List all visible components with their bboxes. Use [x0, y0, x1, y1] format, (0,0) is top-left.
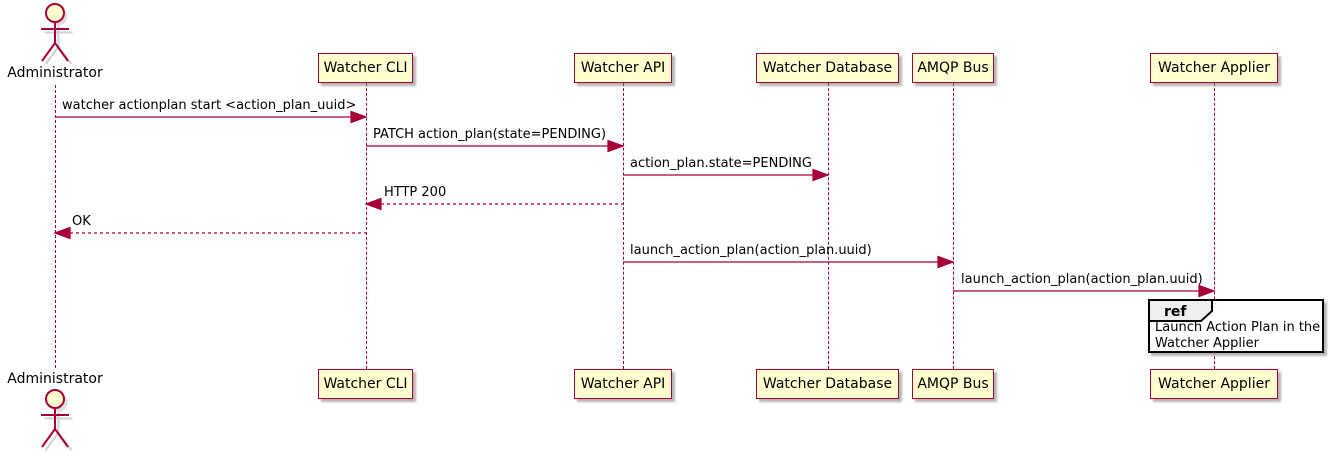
message-label-5: launch_action_plan(action_plan.uuid) — [630, 243, 872, 258]
participant-top-watcher-applier: Watcher Applier — [1150, 53, 1278, 83]
lifeline-watcher-cli — [365, 83, 367, 369]
participant-bottom-watcher-applier: Watcher Applier — [1150, 369, 1278, 399]
participant-bottom-amqp-bus: AMQP Bus — [912, 369, 994, 399]
participant-top-watcher-cli: Watcher CLI — [318, 53, 413, 83]
participant-top-watcher-database: Watcher Database — [756, 53, 899, 83]
message-label-6: launch_action_plan(action_plan.uuid) — [961, 272, 1203, 287]
actor-figure-bottom — [41, 389, 73, 452]
message-label-1: PATCH action_plan(state=PENDING) — [373, 127, 607, 142]
ref-body-line1: Launch Action Plan in the — [1155, 320, 1321, 335]
actor-label-top: Administrator — [7, 65, 103, 81]
ref-header-tab: ref — [1148, 299, 1213, 322]
message-arrowhead-1 — [607, 139, 625, 153]
message-label-0: watcher actionplan start <action_plan_uu… — [62, 98, 357, 113]
participant-bottom-watcher-api: Watcher API — [574, 369, 672, 399]
message-label-2: action_plan.state=PENDING — [630, 156, 812, 171]
ref-body-line2: Watcher Applier — [1155, 336, 1259, 351]
lifeline-watcher-api — [622, 83, 624, 369]
actor-label-bottom: Administrator — [7, 371, 103, 387]
participant-top-watcher-api: Watcher API — [574, 53, 672, 83]
lifeline-amqp-bus — [952, 83, 954, 369]
participant-bottom-watcher-cli: Watcher CLI — [318, 369, 413, 399]
message-arrowhead-4 — [53, 226, 71, 240]
message-arrowhead-3 — [364, 197, 382, 211]
ref-body-text: Launch Action Plan in the Watcher Applie… — [1155, 320, 1320, 352]
message-arrowhead-5 — [937, 255, 955, 269]
lifeline-administrator — [54, 85, 56, 368]
message-label-3: HTTP 200 — [384, 185, 447, 200]
participant-bottom-watcher-database: Watcher Database — [756, 369, 899, 399]
participant-top-amqp-bus: AMQP Bus — [912, 53, 994, 83]
message-arrowhead-2 — [812, 168, 830, 182]
ref-keyword: ref — [1164, 304, 1187, 320]
actor-figure-top — [41, 3, 73, 64]
ref-fragment: ref Launch Action Plan in the Watcher Ap… — [1148, 299, 1324, 353]
lifeline-watcher-applier — [1213, 83, 1215, 369]
message-label-4: OK — [72, 214, 91, 229]
lifeline-watcher-database — [827, 83, 829, 369]
